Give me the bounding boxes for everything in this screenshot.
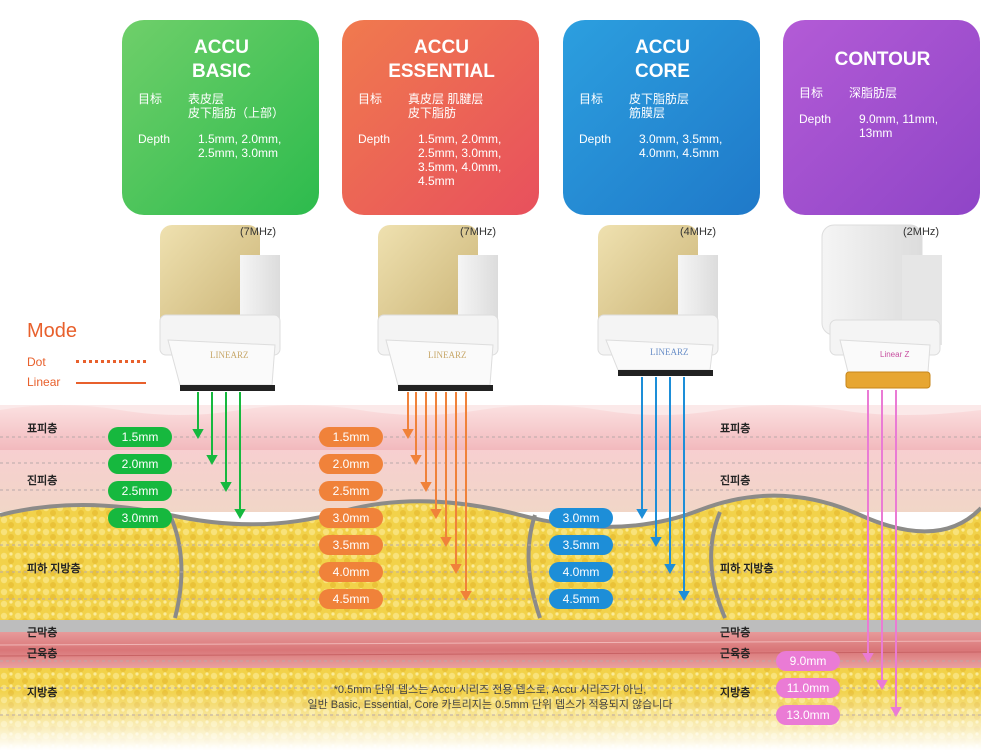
target-label: 目标 (138, 92, 163, 106)
depth-pill-essential: 3.5mm (319, 535, 383, 555)
layer-dermis-label: 진피층 (27, 475, 58, 487)
dot-line-sample (76, 360, 146, 363)
depth-pill-contour: 13.0mm (776, 705, 840, 725)
depth-pill-core: 4.5mm (549, 589, 613, 609)
depth-pill-contour: 9.0mm (776, 651, 840, 671)
card-title: ACCU CORE (635, 37, 690, 82)
depth-value: 1.5mm, 2.0mm, 2.5mm, 3.0mm, 3.5mm, 4.0mm… (418, 132, 502, 188)
layer-epidermis-label: 표피층 (27, 423, 58, 435)
target-label: 目标 (799, 86, 824, 100)
depth-pill-basic: 3.0mm (108, 508, 172, 528)
frequency-label: (4MHz) (680, 226, 717, 238)
frequency-label: (7MHz) (460, 226, 497, 238)
depth-pill-essential: 2.0mm (319, 454, 383, 474)
frequency-label: (2MHz) (903, 226, 940, 238)
layer-fascia-label: 근막층 (27, 627, 58, 639)
layer-fascia-label: 근막층 (720, 627, 751, 639)
depth-pill-essential: 4.0mm (319, 562, 383, 582)
essential-arrows (402, 392, 472, 602)
cartridge-core (597, 225, 719, 376)
depth-pill-essential: 3.0mm (319, 508, 383, 528)
depth-pill-basic: 2.0mm (108, 454, 172, 474)
contour-arrows (862, 390, 902, 718)
target-label: 目标 (579, 92, 604, 106)
cartridge-contour (821, 224, 942, 389)
depth-value: 9.0mm, 11mm, 13mm (859, 112, 939, 140)
target-value: 皮下脂肪层 筋膜层 (629, 92, 690, 120)
depth-label: Depth (358, 132, 391, 146)
layer-muscle-label: 근육층 (27, 648, 58, 660)
cartridge-basic (159, 225, 281, 391)
cartridge-brand: LINEARZ (428, 350, 467, 360)
depth-label: Depth (138, 132, 171, 146)
depth-pill-contour: 11.0mm (776, 678, 840, 698)
depth-value: 3.0mm, 3.5mm, 4.0mm, 4.5mm (639, 132, 723, 160)
cartridge-essential (377, 225, 499, 391)
layer-muscle-label: 근육층 (720, 648, 751, 660)
layer-fat-label: 지방층 (720, 687, 751, 699)
card-accu-basic: ACCU BASIC 目标 表皮层 皮下脂肪（上部） Depth 1.5mm, 2.… (122, 20, 319, 215)
frequency-label: (7MHz) (240, 226, 277, 238)
mode-linear-label: Linear (27, 375, 61, 389)
basic-arrows (192, 392, 246, 520)
depth-pill-core: 4.0mm (549, 562, 613, 582)
linear-line-sample (76, 382, 146, 384)
depth-pill-essential: 1.5mm (319, 427, 383, 447)
depth-pill-core: 3.5mm (549, 535, 613, 555)
layer-fat-label: 지방층 (27, 687, 58, 699)
cartridge-brand-contour: Linear Z (880, 350, 910, 359)
card-accu-essential: ACCU ESSENTIAL 目标 真皮层 肌腱层 皮下脂肪 Depth 1.5mm… (342, 20, 539, 215)
footnote: *0.5mm 단위 뎁스는 Accu 시리즈 전용 뎁스로, Accu 시리즈가… (307, 684, 673, 711)
card-title: CONTOUR (834, 49, 931, 70)
card-title: ACCU ESSENTIAL (388, 37, 495, 82)
depth-label: Depth (799, 112, 832, 126)
layer-subcutaneous-label: 피하 지방층 (720, 563, 774, 575)
depth-value: 1.5mm, 2.0mm, 2.5mm, 3.0mm (198, 132, 282, 160)
card-contour: CONTOUR 目标 深脂肪层 Depth 9.0mm, 11mm, 13mm (783, 20, 980, 215)
cartridge-brand: LINEARZ (650, 347, 689, 357)
depth-pill-essential: 2.5mm (319, 481, 383, 501)
card-accu-core: ACCU CORE 目标 皮下脂肪层 筋膜层 Depth 3.0mm, 3.5mm,… (563, 20, 760, 215)
mode-legend-title: Mode (27, 320, 78, 342)
target-value: 表皮层 皮下脂肪（上部） (188, 92, 285, 120)
depth-pill-core: 3.0mm (549, 508, 613, 528)
cartridge-brand: LINEARZ (210, 350, 249, 360)
layer-dermis-label: 진피층 (720, 475, 751, 487)
target-label: 目标 (358, 92, 383, 106)
core-arrows (636, 377, 690, 602)
target-value: 深脂肪层 (849, 86, 898, 100)
layer-subcutaneous-label: 피하 지방층 (27, 563, 81, 575)
depth-label: Depth (579, 132, 612, 146)
card-title: ACCU BASIC (191, 37, 252, 82)
depth-pill-basic: 2.5mm (108, 481, 172, 501)
target-value: 真皮层 肌腱层 皮下脂肪 (408, 92, 484, 120)
depth-pill-essential: 4.5mm (319, 589, 383, 609)
depth-pill-basic: 1.5mm (108, 427, 172, 447)
layer-epidermis-label: 표피층 (720, 423, 751, 435)
mode-dot-label: Dot (27, 355, 46, 369)
